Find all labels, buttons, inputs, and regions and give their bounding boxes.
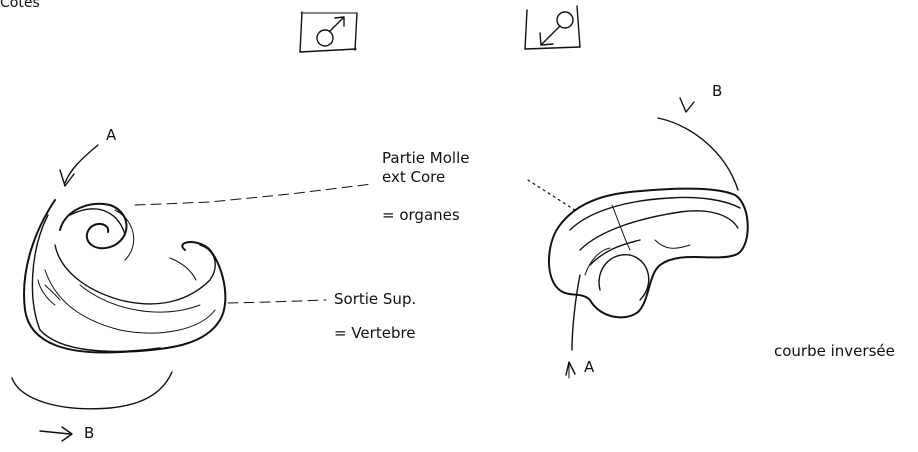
female-symbol-box	[524, 5, 581, 50]
left-organ-sketch	[11, 144, 227, 442]
leader-partie-molle	[134, 183, 373, 206]
male-symbol-box	[299, 11, 358, 53]
vertebre-label: = Vertebre	[334, 324, 416, 342]
sortie-sup-label: Sortie Sup.	[334, 290, 417, 308]
right-organ-sketch	[527, 97, 749, 379]
leader-sortie-sup	[227, 299, 327, 304]
organes-label: = organes	[382, 206, 460, 224]
left-a-label: A	[106, 126, 117, 144]
top-left-cut-label: Cotes	[0, 0, 40, 11]
left-b-label: B	[84, 424, 95, 442]
ext-core-label: ext Core	[382, 168, 446, 186]
right-b-label: B	[712, 82, 723, 100]
partie-molle-label: Partie Molle	[382, 149, 470, 167]
right-a-label: A	[584, 358, 595, 376]
courbe-inversee-label: courbe inversée	[774, 342, 895, 360]
